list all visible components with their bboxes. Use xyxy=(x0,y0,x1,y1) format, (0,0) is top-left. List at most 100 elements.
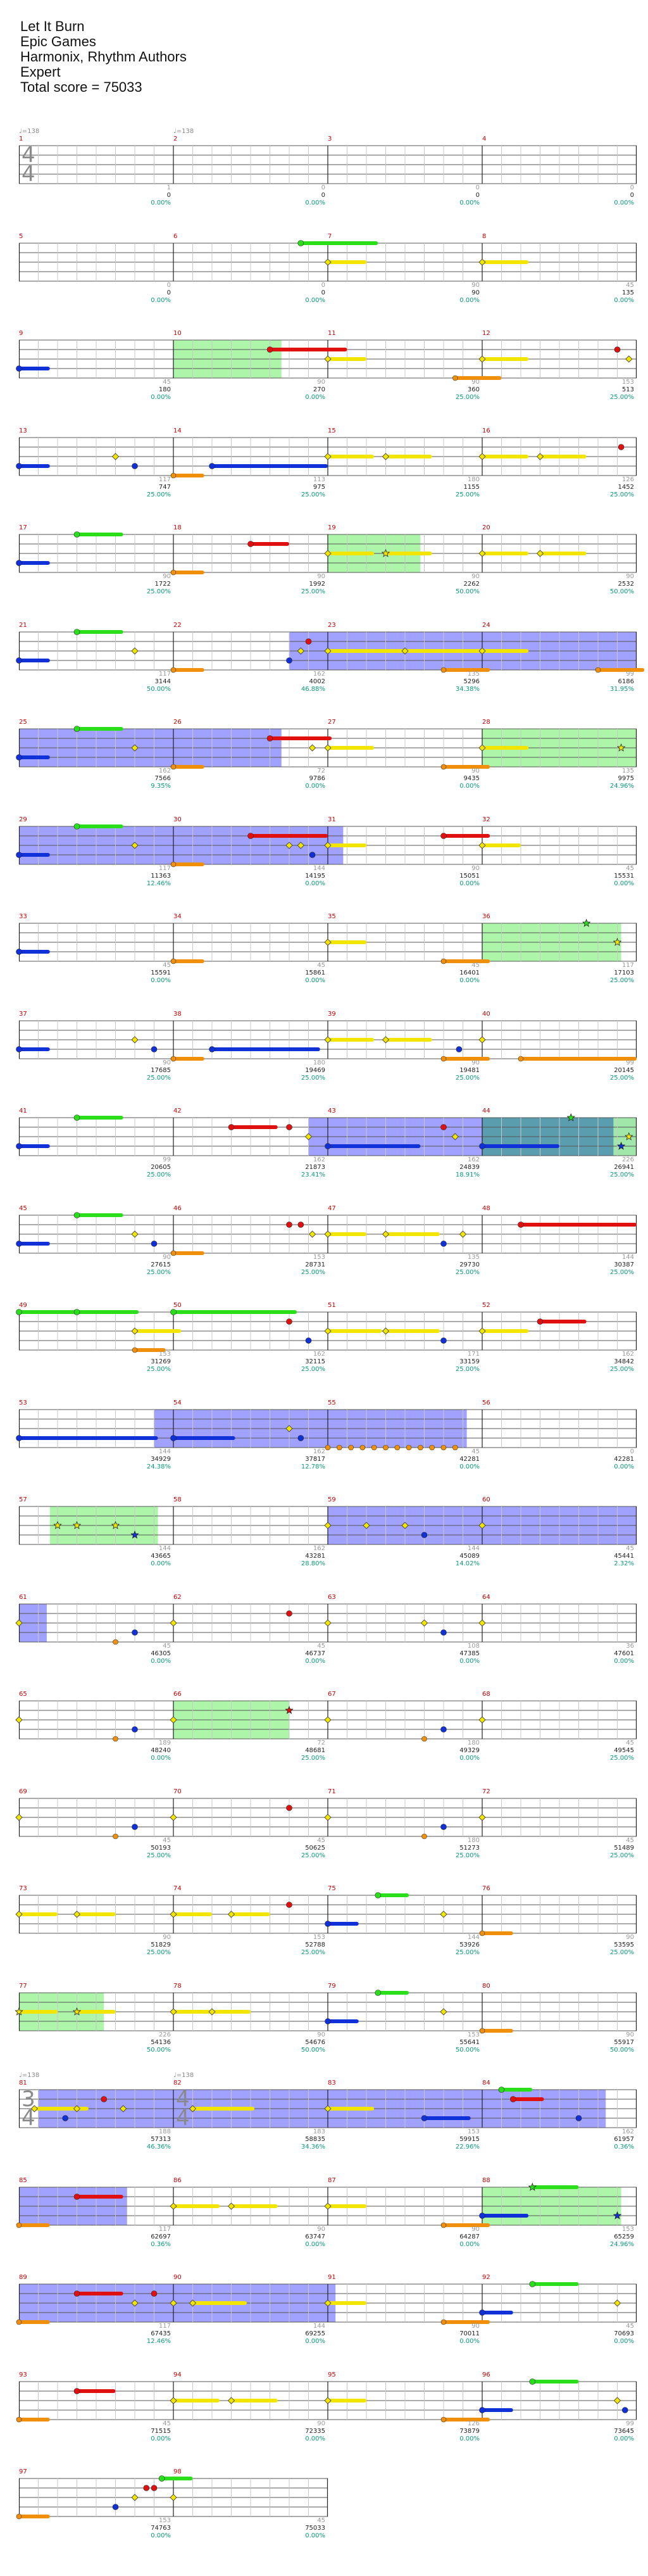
cymbal-note xyxy=(478,550,486,557)
pad-note xyxy=(529,2281,536,2287)
multiplier-percent: 25.00% xyxy=(146,1949,171,1956)
measure-points: 90 xyxy=(626,573,634,580)
sustain-bar xyxy=(385,552,432,555)
cumulative-score: 54676 xyxy=(305,2038,325,2046)
cymbal-note xyxy=(478,258,486,266)
measure-points: 90 xyxy=(317,2420,325,2427)
star-note xyxy=(582,918,591,927)
measure-points: 45 xyxy=(626,2323,634,2330)
sustain-bar xyxy=(19,561,50,565)
measure-number: 60 xyxy=(482,1496,490,1503)
multiplier-percent: 22.96% xyxy=(455,2144,480,2150)
measure-points: 162 xyxy=(467,1156,480,1163)
cymbal-note xyxy=(324,1813,332,1821)
cumulative-score: 0 xyxy=(166,192,171,199)
sustain-bar xyxy=(328,1144,421,1148)
cymbal-note xyxy=(440,2007,447,2016)
sustain-bar xyxy=(378,1893,409,1897)
measure-number: 53 xyxy=(19,1399,27,1406)
measure-number: 81 xyxy=(19,2080,27,2087)
pad-note xyxy=(421,1532,428,1538)
sustain-bar xyxy=(328,2398,366,2402)
sustain-bar xyxy=(135,1348,166,1352)
measure-number: 29 xyxy=(19,816,27,823)
cymbal-note xyxy=(170,1716,177,1724)
measure-points: 90 xyxy=(471,573,480,580)
measure-number: 61 xyxy=(19,1593,27,1601)
multiplier-percent: 25.00% xyxy=(455,1074,480,1082)
star-note xyxy=(613,937,622,946)
kick-note xyxy=(440,2222,447,2228)
measure-points: 90 xyxy=(626,2031,634,2038)
measure-number: 31 xyxy=(328,816,336,823)
multiplier-percent: 0.00% xyxy=(614,2338,634,2345)
cumulative-score: 42281 xyxy=(614,1455,634,1463)
pad-note xyxy=(228,1124,235,1130)
cumulative-score: 59915 xyxy=(459,2136,480,2143)
sustain-bar xyxy=(482,1329,529,1333)
multiplier-percent: 25.00% xyxy=(609,491,634,498)
cumulative-score: 975 xyxy=(313,483,325,491)
cymbal-note xyxy=(478,841,486,849)
measure-number: 41 xyxy=(19,1108,27,1114)
cumulative-score: 90 xyxy=(471,289,480,296)
pad-note xyxy=(16,365,22,372)
cumulative-score: 72335 xyxy=(305,2427,325,2435)
measure-number: 14 xyxy=(173,427,182,434)
sustain-bar xyxy=(328,1922,359,1926)
pad-note xyxy=(16,1045,22,1052)
kick-note xyxy=(418,1444,423,1450)
measure-points: 45 xyxy=(626,1836,634,1844)
cymbal-note xyxy=(478,1619,486,1627)
multiplier-percent: 50.00% xyxy=(455,2046,480,2054)
sustain-bar xyxy=(521,1056,637,1061)
cymbal-note xyxy=(170,2299,177,2307)
multiplier-percent: 25.00% xyxy=(301,588,325,595)
measure-points: 45 xyxy=(317,962,325,969)
song-title: Let It Burn xyxy=(20,18,85,34)
sustain-bar xyxy=(521,1222,637,1227)
kick-note xyxy=(170,569,177,576)
measure-points: 226 xyxy=(621,1156,634,1163)
cumulative-score: 9975 xyxy=(618,775,634,782)
multiplier-percent: 25.00% xyxy=(146,491,171,498)
cymbal-note xyxy=(227,2202,235,2210)
sustain-bar xyxy=(328,843,366,847)
kick-note xyxy=(371,1444,377,1450)
staff xyxy=(18,239,637,282)
measure-number: 65 xyxy=(19,1691,27,1698)
cumulative-score: 69255 xyxy=(305,2330,325,2337)
cymbal-note xyxy=(324,2105,332,2112)
cymbal-note xyxy=(131,2299,139,2307)
multiplier-percent: 0.00% xyxy=(305,977,325,984)
sustain-bar xyxy=(19,2009,58,2014)
pad-note xyxy=(498,2087,505,2093)
cymbal-note xyxy=(324,647,332,655)
cumulative-score: 75033 xyxy=(305,2525,325,2532)
sustain-bar xyxy=(173,959,204,963)
measure-points: 45 xyxy=(163,2420,171,2427)
cumulative-score: 9435 xyxy=(463,775,480,782)
measure-points: 144 xyxy=(313,2323,325,2330)
measure-number: 78 xyxy=(173,1982,182,1990)
cumulative-score: 20605 xyxy=(151,1164,171,1171)
cymbal-note xyxy=(30,2105,38,2112)
cumulative-score: 5296 xyxy=(463,678,480,685)
measure-points: 144 xyxy=(313,864,325,872)
pad-note xyxy=(286,1804,292,1811)
cumulative-score: 51829 xyxy=(151,1941,171,1948)
multiplier-percent: 0.00% xyxy=(614,296,634,304)
